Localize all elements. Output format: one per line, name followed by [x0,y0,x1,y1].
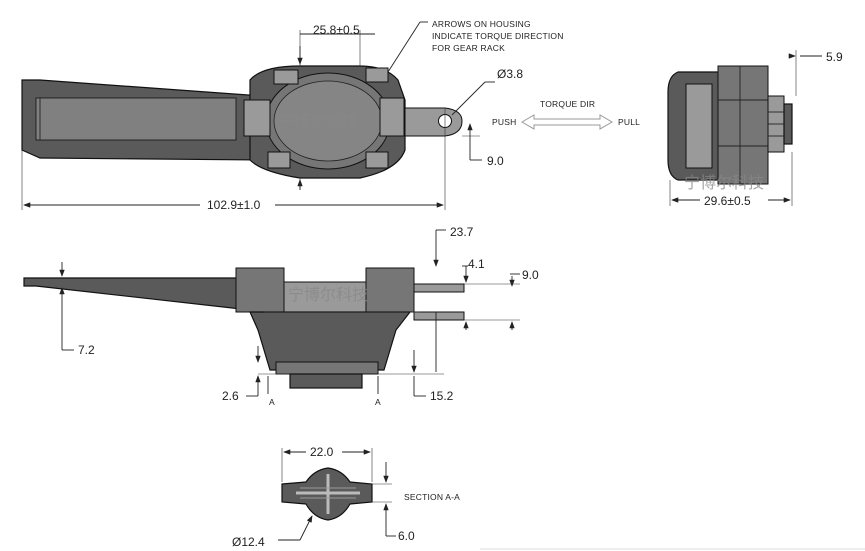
note-arrows-3: FOR GEAR RACK [432,43,505,53]
front-shaft [289,373,363,389]
section-mark-left: A [269,397,275,407]
dim-pin-span: 9.0 [522,268,539,282]
note-pull: PULL [618,117,640,127]
watermark-front: 宁博尔科技 [288,285,368,304]
dim-sec-dia: Ø12.4 [232,535,265,549]
watermark-side: 宁博尔科技 [684,173,764,192]
dim-sec-width: 22.0 [310,445,334,459]
dim-arm-thk: 7.2 [78,343,95,357]
dim-length: 102.9±1.0 [207,198,261,212]
note-push: PUSH [492,117,516,127]
side-body-main [717,65,769,185]
dim-tab-offset: 9.0 [487,154,504,168]
dim-side-right: 5.9 [826,50,843,64]
top-tab [404,107,463,137]
front-left-block [235,267,285,313]
dim-depth: 15.2 [430,389,454,403]
dim-hole-dia: Ø3.8 [497,67,523,81]
note-torque-dir: TORQUE DIR [540,99,595,109]
note-section: SECTION A-A [404,492,460,502]
section-view: 22.0 6.0 SECTION A-A Ø12.4 [232,445,460,549]
dim-width-top: 25.8±0.5 [313,23,360,37]
torque-double-arrow-icon [521,114,613,130]
dim-base-step: 2.6 [222,389,239,403]
dim-pin-gap: 4.1 [468,257,485,271]
front-pin-top [413,283,465,293]
dim-sec-height: 6.0 [398,529,415,543]
front-arm [23,277,263,311]
dim-side-width: 29.6±0.5 [704,194,751,208]
front-pin-bottom [413,311,465,321]
dim-height-total: 23.7 [450,225,474,239]
front-right-block [365,267,415,313]
section-mark-right: A [375,397,381,407]
note-arrows-2: INDICATE TORQUE DIRECTION [432,31,564,41]
top-view: 25.8±0.5 102.9±1.0 Ø3.8 9.0 ARROWS ON HO… [21,19,640,212]
top-arm-slot [35,97,237,141]
front-base [249,311,412,371]
front-view: 23.7 4.1 9.0 7.2 2.6 A A 15.2 宁博尔 [23,225,539,407]
watermark-top: 宁博尔科技 [278,112,358,131]
side-view: 5.9 29.6±0.5 宁博尔科技 [667,50,843,208]
note-arrows-1: ARROWS ON HOUSING [432,19,531,29]
